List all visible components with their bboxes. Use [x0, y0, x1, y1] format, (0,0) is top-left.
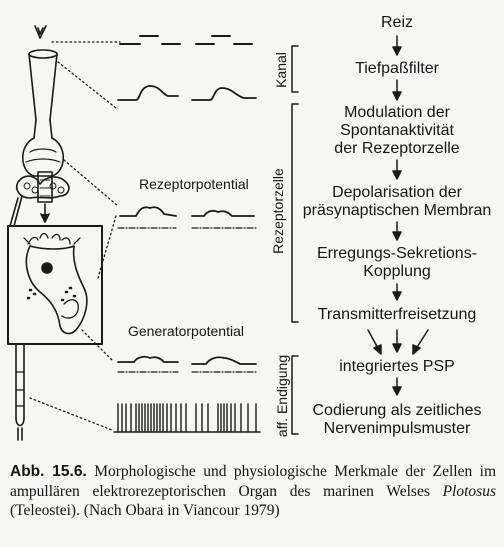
figure-caption: Abb. 15.6. Morphologische und physiologi…: [10, 462, 496, 521]
trace-spike-train: [113, 403, 261, 433]
flow-step-erregungs-sekretions-kopplung: Erregungs-Sekretions- Kopplung: [316, 245, 478, 280]
flow-step-codierung: Codierung als zeitliches Nervenimpulsmus…: [312, 402, 482, 437]
flow-step-tiefpassfilter: Tiefpaßfilter: [355, 60, 439, 77]
flowchart: Reiz Tiefpaßfilter Modulation der Sponta…: [302, 0, 492, 450]
trace-canal: [117, 85, 257, 101]
trace-stimulus: [119, 35, 253, 45]
label-rezeptorpotential: Rezeptorpotential: [139, 176, 249, 192]
ampullary-organ-illustration: [7, 25, 103, 441]
flow-step-transmitterfreisetzung: Transmitterfreisetzung: [317, 306, 477, 323]
flow-step-integriertes-psp: integriertes PSP: [339, 358, 455, 375]
flow-step-reiz: Reiz: [380, 14, 413, 31]
label-rezeptorzelle: Rezeptorzelle: [270, 168, 286, 254]
trace-rezeptorpotential: [117, 206, 257, 229]
flow-step-modulation: Modulation der Spontanaktivität der Reze…: [334, 104, 460, 157]
caption-text-before: Morphologische und physiologische Merkma…: [10, 463, 496, 500]
brackets: [291, 45, 299, 435]
label-generatorpotential: Generatorpotential: [128, 323, 244, 339]
caption-species: Plotosus: [442, 482, 496, 500]
caption-label: Abb. 15.6.: [10, 463, 87, 480]
leader-lines: [29, 41, 121, 431]
label-kanal: Kanal: [273, 52, 289, 88]
caption-text-after: (Teleostei). (Nach Obara in Viancour 197…: [10, 502, 280, 519]
flow-step-depolarisation: Depolarisation der präsynaptischen Membr…: [302, 184, 492, 219]
trace-generatorpotential: [117, 355, 257, 373]
label-aff-endigung: aff. Endigung: [274, 354, 290, 438]
flow-arrows: [367, 35, 429, 396]
